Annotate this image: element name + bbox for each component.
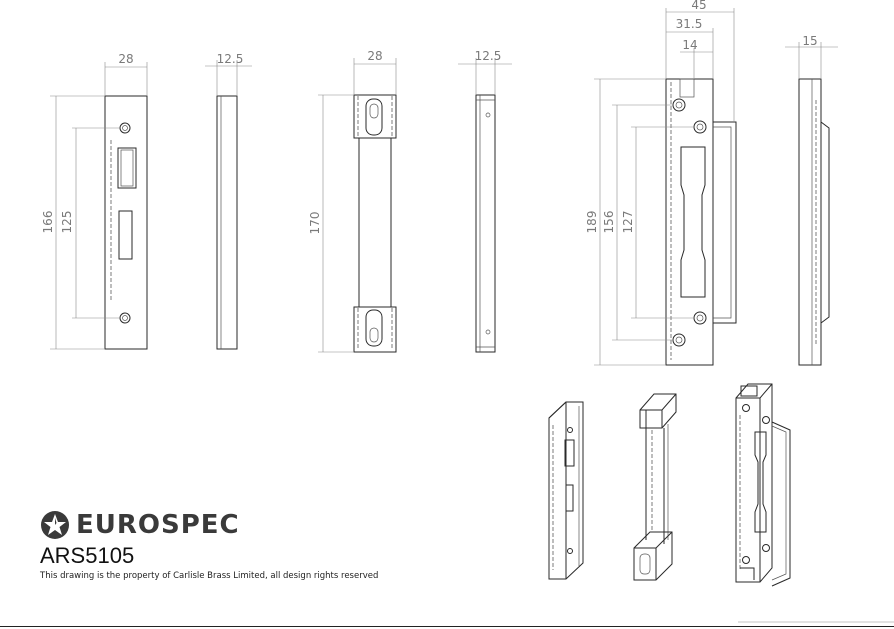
strike-thickness-dim: 15 <box>802 34 817 48</box>
keep-side-view: 12.5 <box>458 49 512 353</box>
plate-isometric <box>548 401 584 580</box>
strike-side-view: 15 <box>785 34 838 366</box>
star-in-circle-icon <box>41 511 69 539</box>
strike-height-dim: 189 <box>585 211 599 234</box>
product-code: ARS5105 <box>40 543 135 568</box>
ownership-note: This drawing is the property of Carlisle… <box>40 571 379 581</box>
brand-row: EUROSPEC <box>40 508 378 542</box>
strike-offset-dim: 14 <box>682 38 697 52</box>
strike-inner-width-dim: 31.5 <box>676 17 703 31</box>
keep-height-dim: 170 <box>308 212 322 235</box>
plate-thickness-dim: 12.5 <box>217 52 244 66</box>
keep-front-view: 28 170 <box>308 49 397 353</box>
brand-block: EUROSPEC ARS5105 This drawing is the pro… <box>40 508 378 581</box>
strike-front-view: 45 31.5 14 189 156 127 <box>585 0 737 366</box>
plate-side-view: 12.5 <box>205 52 252 350</box>
plate-width-dim: 28 <box>118 52 133 66</box>
bottom-rule <box>0 626 894 627</box>
plate-hole-spacing-dim: 125 <box>60 211 74 234</box>
keep-thickness-dim: 12.5 <box>475 49 502 63</box>
brand-name: EUROSPEC <box>76 510 240 540</box>
strike-inner-hole-spacing-dim: 127 <box>621 211 635 234</box>
keep-width-dim: 28 <box>367 49 382 63</box>
strike-isometric <box>735 383 791 587</box>
keep-isometric <box>633 393 677 581</box>
strike-overall-width-dim: 45 <box>691 0 706 12</box>
strike-outer-hole-spacing-dim: 156 <box>602 211 616 234</box>
plate-front-view: 28 166 125 <box>41 52 148 350</box>
plate-height-dim: 166 <box>41 211 55 234</box>
